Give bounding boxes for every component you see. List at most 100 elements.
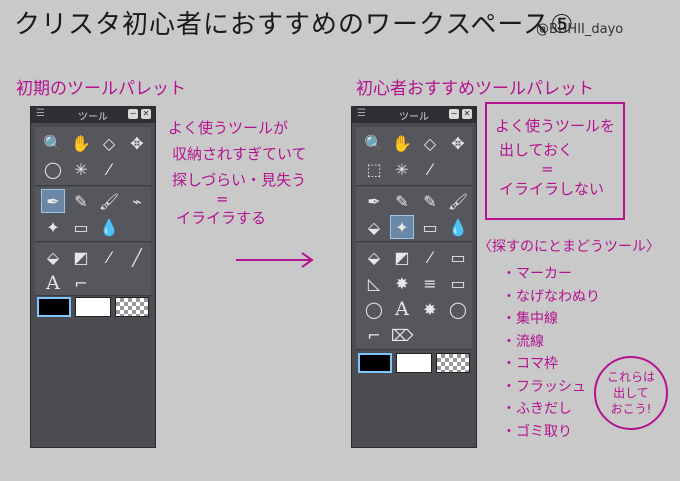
list-item: ・集中線 <box>502 311 558 327</box>
minimize-icon[interactable]: − <box>449 109 459 119</box>
tool-list: ・マーカー ・なげなわぬり ・集中線 ・流線 ・コマ枠 ・フラッシュ ・ふきだし… <box>502 263 600 443</box>
pen-icon[interactable]: ✒ <box>367 191 381 211</box>
list-item: ・流線 <box>502 333 544 350</box>
zoom-icon[interactable]: 🔍 <box>43 133 63 153</box>
brush-icon[interactable]: 🖌 <box>98 191 120 211</box>
line-icon[interactable]: ╱ <box>132 247 142 267</box>
fill-icon[interactable]: 💧 <box>448 217 468 237</box>
left-note-line-2: 収納されすぎていて <box>172 145 307 163</box>
left-note-line-5: イライラする <box>176 209 267 227</box>
palette-titlebar[interactable]: ☰ ツール − ✕ <box>31 107 155 123</box>
eyedropper-icon[interactable]: ⁄ <box>428 159 432 179</box>
bucket-icon[interactable]: ⬙ <box>367 247 381 267</box>
reminder-bubble: これらは 出して おこう! <box>594 356 668 430</box>
left-note-line-4: = <box>216 190 229 208</box>
transparent-color-swatch[interactable] <box>436 353 470 373</box>
transparent-color-swatch[interactable] <box>115 297 149 317</box>
brush-icon[interactable]: 🖌 <box>447 191 469 211</box>
left-note-line-1: よく使うツールが <box>168 119 289 137</box>
bubble-line-1: これらは <box>606 370 655 384</box>
lasso-icon[interactable]: ◯ <box>44 159 62 179</box>
marker-icon[interactable]: ✎ <box>423 191 437 211</box>
object-icon[interactable]: ◇ <box>102 133 116 153</box>
ruler-icon[interactable]: ◺ <box>367 273 381 293</box>
palette-title: ツール <box>78 112 108 123</box>
tool-group-misc: ⬙ ◩ ⁄ ╱ A ⌐ <box>35 243 151 296</box>
eyedropper-icon[interactable]: ⁄ <box>107 159 111 179</box>
close-icon[interactable]: ✕ <box>462 109 472 119</box>
text-tool-icon[interactable]: A <box>395 298 409 320</box>
fill-icon[interactable]: 💧 <box>99 217 119 237</box>
text-tool-icon[interactable]: A <box>46 272 60 294</box>
gradient-icon[interactable]: ◩ <box>394 247 410 267</box>
list-item: ・ふきだし <box>502 401 572 417</box>
recommendation-box: よく使うツールを 出しておく = イライラしない <box>485 102 625 220</box>
bucket-icon[interactable]: ⬙ <box>46 247 60 267</box>
tool-group-draw: ✒ ✎ 🖌 ⌁ ✦ ▭ 💧 <box>35 187 151 242</box>
bubble-line-2: 出して <box>613 386 649 400</box>
list-title: 〈探すのにとまどうツール〉 <box>478 239 660 255</box>
rect-select-icon[interactable]: ⬚ <box>366 159 382 179</box>
recommended-tool-palette: ☰ ツール − ✕ 🔍 ✋ ◇ ✥ ⬚ ✳ ⁄ ✒ ✎ ✎ 🖌 ⬙ ✦ ▭ 💧 … <box>351 106 477 448</box>
gradient-icon[interactable]: ◩ <box>73 247 89 267</box>
recommended-palette-label: 初心者おすすめツールパレット <box>356 79 594 99</box>
sub-color-swatch[interactable] <box>396 353 432 373</box>
minimize-icon[interactable]: − <box>128 109 138 119</box>
tool-group-view: 🔍 ✋ ◇ ✥ ◯ ✳ ⁄ <box>35 127 151 186</box>
focus-lines-icon[interactable]: ✸ <box>395 273 409 293</box>
lasso-fill-icon[interactable]: ⬙ <box>367 217 381 237</box>
decoration-icon[interactable]: ✦ <box>46 217 60 237</box>
magic-wand-icon[interactable]: ✳ <box>74 159 88 179</box>
figure-icon[interactable]: ⁄ <box>107 247 111 267</box>
author-handle: @BUHII_dayo <box>536 22 624 37</box>
object-icon[interactable]: ◇ <box>423 133 437 153</box>
speed-lines-icon[interactable]: ≡ <box>423 273 437 293</box>
figure-icon[interactable]: ⁄ <box>428 247 432 267</box>
flash-icon[interactable]: ✸ <box>423 299 437 319</box>
left-note: よく使うツールが 収納されすぎていて 探しづらい・見失う = イライラする <box>168 115 307 231</box>
magic-wand-icon[interactable]: ✳ <box>395 159 409 179</box>
close-icon[interactable]: ✕ <box>141 109 151 119</box>
bubble-line-3: おこう! <box>610 402 652 416</box>
sub-color-swatch[interactable] <box>75 297 111 317</box>
eraser-icon[interactable]: ▭ <box>422 217 438 237</box>
airbrush-icon[interactable]: ⌁ <box>132 191 142 211</box>
page-title: クリスタ初心者におすすめのワークスペース⑤ <box>14 10 575 40</box>
list-item: ・なげなわぬり <box>502 288 600 305</box>
speech-balloon-icon[interactable]: ◯ <box>449 299 467 319</box>
move-icon[interactable]: ✥ <box>451 133 465 153</box>
zoom-icon[interactable]: 🔍 <box>364 133 384 153</box>
pencil-icon[interactable]: ✎ <box>74 191 88 211</box>
hand-icon[interactable]: ✋ <box>392 133 412 153</box>
box-line-2: 出しておく <box>499 141 574 159</box>
pencil-icon[interactable]: ✎ <box>395 191 409 211</box>
tool-group-misc: ⬙ ◩ ⁄ ▭ ◺ ✸ ≡ ▭ ◯ A ✸ ◯ ⌐ ⌦ <box>356 243 472 350</box>
box-line-4: イライラしない <box>499 180 605 198</box>
decoration-icon[interactable]: ✦ <box>390 215 414 239</box>
panel-border-icon[interactable]: ▭ <box>450 273 466 293</box>
operation-icon[interactable]: ⌐ <box>367 325 381 345</box>
palette-title: ツール <box>399 112 429 123</box>
list-item: ・コマ枠 <box>502 356 558 372</box>
menu-icon[interactable]: ☰ <box>357 108 366 119</box>
list-item: ・マーカー <box>502 266 572 282</box>
box-line-1: よく使うツールを <box>495 117 616 135</box>
dust-cleanup-icon[interactable]: ⌦ <box>390 325 414 345</box>
palette-titlebar[interactable]: ☰ ツール − ✕ <box>352 107 476 123</box>
frame-icon[interactable]: ▭ <box>450 247 466 267</box>
pen-icon[interactable]: ✒ <box>41 189 65 213</box>
tool-group-draw: ✒ ✎ ✎ 🖌 ⬙ ✦ ▭ 💧 <box>356 187 472 242</box>
menu-icon[interactable]: ☰ <box>36 108 45 119</box>
main-color-swatch[interactable] <box>37 297 71 317</box>
move-icon[interactable]: ✥ <box>130 133 144 153</box>
tool-group-view: 🔍 ✋ ◇ ✥ ⬚ ✳ ⁄ <box>356 127 472 186</box>
eraser-icon[interactable]: ▭ <box>73 217 89 237</box>
operation-icon[interactable]: ⌐ <box>74 273 88 293</box>
hand-icon[interactable]: ✋ <box>71 133 91 153</box>
list-item: ・フラッシュ <box>502 378 586 395</box>
default-palette-label: 初期のツールパレット <box>16 79 186 99</box>
left-note-line-3: 探しづらい・見失う <box>172 171 307 189</box>
balloon-tail-icon[interactable]: ◯ <box>365 299 383 319</box>
main-color-swatch[interactable] <box>358 353 392 373</box>
default-tool-palette: ☰ ツール − ✕ 🔍 ✋ ◇ ✥ ◯ ✳ ⁄ ✒ ✎ 🖌 ⌁ ✦ ▭ 💧 ⬙ … <box>30 106 156 448</box>
